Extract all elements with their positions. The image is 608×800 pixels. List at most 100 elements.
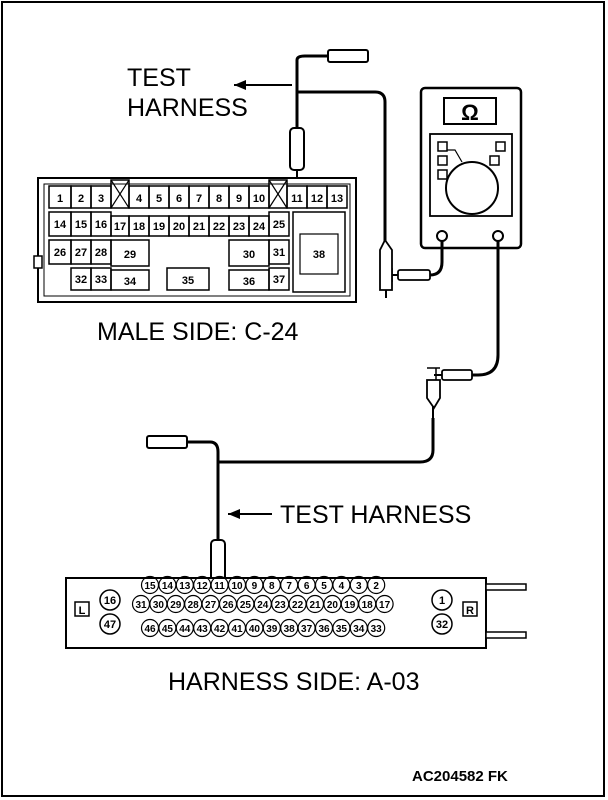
pin-label: 16 bbox=[104, 595, 116, 607]
pin-label: 19 bbox=[153, 221, 165, 233]
harness-pin-label: 14 bbox=[162, 581, 174, 592]
meter-terminal-right bbox=[492, 230, 504, 242]
harness-pin-label: 12 bbox=[197, 581, 209, 592]
ohm-symbol: Ω bbox=[461, 100, 479, 125]
pin-label: 33 bbox=[95, 274, 107, 286]
male-row-3-4: 26 27 28 29 30 31 38 32 33 34 35 36 37 bbox=[48, 211, 346, 293]
pin-label: 2 bbox=[78, 193, 84, 205]
harness-pin-label: 10 bbox=[231, 581, 243, 592]
pin-label: 25 bbox=[273, 219, 285, 231]
harness-pin-label: 44 bbox=[179, 624, 191, 635]
harness-pin-label: 38 bbox=[284, 624, 296, 635]
harness-pin-label: 45 bbox=[162, 624, 174, 635]
pin-label: 17 bbox=[114, 221, 126, 233]
pin-label: 16 bbox=[95, 219, 107, 231]
pin-label: 29 bbox=[124, 249, 136, 261]
pin-label: 6 bbox=[176, 193, 182, 205]
harness-pin-label: 24 bbox=[257, 600, 269, 611]
pin-label: 5 bbox=[156, 193, 162, 205]
pin-label: 7 bbox=[196, 193, 202, 205]
harness-pin-label: 17 bbox=[379, 600, 391, 611]
ohmmeter: Ω bbox=[419, 86, 523, 250]
pin-label: 10 bbox=[253, 193, 265, 205]
test-harness-top bbox=[289, 49, 387, 245]
pin-label: 1 bbox=[439, 595, 445, 607]
pin-label: 24 bbox=[253, 221, 266, 233]
pin-label: 12 bbox=[311, 193, 323, 205]
harness-pin-label: 8 bbox=[269, 581, 275, 592]
pin-label: 32 bbox=[436, 619, 448, 631]
marker-L-box bbox=[74, 601, 90, 617]
harness-pin-circle bbox=[367, 618, 386, 638]
pin-label: 32 bbox=[75, 274, 87, 286]
pin-label: 4 bbox=[136, 193, 143, 205]
male-row-2: 14 15 16 17 18 19 20 21 22 23 24 25 bbox=[48, 211, 290, 237]
harness-pin-label: 42 bbox=[214, 624, 226, 635]
harness-pin-label: 39 bbox=[266, 624, 278, 635]
marker-L: L bbox=[79, 605, 86, 617]
harness-pin-label: 30 bbox=[153, 600, 165, 611]
harness-pin-label: 31 bbox=[135, 600, 147, 611]
pin-label: 20 bbox=[173, 221, 185, 233]
pin-label: 9 bbox=[236, 193, 242, 205]
pin-label: 15 bbox=[75, 219, 87, 231]
pin-label: 22 bbox=[213, 221, 225, 233]
pin-label: 26 bbox=[54, 247, 66, 259]
pin-label: 11 bbox=[291, 193, 303, 205]
male-side-label: MALE SIDE: C-24 bbox=[97, 318, 299, 346]
pin-label: 31 bbox=[273, 247, 285, 259]
meter-terminal-left bbox=[436, 230, 448, 242]
harness-pin-label: 36 bbox=[318, 624, 330, 635]
pin-label: 21 bbox=[193, 221, 205, 233]
harness-pin-label: 13 bbox=[179, 581, 191, 592]
harness-pin-label: 4 bbox=[339, 581, 345, 592]
pin-label: 13 bbox=[331, 193, 343, 205]
harness-pin-label: 37 bbox=[301, 624, 313, 635]
harness-pin-label: 35 bbox=[336, 624, 348, 635]
harness-pin-label: 25 bbox=[240, 600, 252, 611]
pin-label: 14 bbox=[54, 219, 67, 231]
harness-pin-label: 22 bbox=[292, 600, 304, 611]
pin-label: 8 bbox=[216, 193, 222, 205]
pin-label: 28 bbox=[95, 247, 107, 259]
harness-pin-label: 40 bbox=[249, 624, 261, 635]
harness-pin-label: 9 bbox=[252, 581, 258, 592]
test-harness-label-bottom: TEST HARNESS bbox=[280, 501, 471, 529]
harness-pin-label: 27 bbox=[205, 600, 217, 611]
meter-lead-left bbox=[379, 238, 444, 298]
harness-pin-label: 19 bbox=[344, 600, 356, 611]
harness-pin-label: 28 bbox=[188, 600, 200, 611]
marker-R: R bbox=[466, 605, 474, 617]
harness-pin-label: 20 bbox=[327, 600, 339, 611]
harness-pin-label: 43 bbox=[197, 624, 209, 635]
pin-label: 34 bbox=[124, 276, 137, 288]
pin-label: 27 bbox=[75, 247, 87, 259]
pin-label: 18 bbox=[133, 221, 145, 233]
selector-dial bbox=[445, 161, 499, 215]
test-harness-arrow-bottom bbox=[228, 509, 272, 519]
pin-label: 36 bbox=[243, 276, 255, 288]
pin-label: 38 bbox=[313, 249, 325, 261]
harness-pin-circle bbox=[367, 575, 386, 595]
pin-label: 1 bbox=[57, 193, 63, 205]
harness-side-label: HARNESS SIDE: A-03 bbox=[168, 668, 419, 696]
harness-pin-label: 3 bbox=[356, 581, 362, 592]
pin-label: 47 bbox=[104, 619, 116, 631]
pin-label: 3 bbox=[98, 193, 104, 205]
harness-pin-label: 11 bbox=[214, 581, 225, 592]
male-row-1: 1 2 3 4 5 6 7 8 9 10 11 12 13 bbox=[48, 179, 348, 209]
harness-pin-label: 18 bbox=[362, 600, 374, 611]
harness-pin-label: 6 bbox=[304, 581, 310, 592]
harness-pin-label: 26 bbox=[222, 600, 234, 611]
harness-pin-label: 46 bbox=[144, 624, 156, 635]
test-harness-arrow-top bbox=[234, 80, 292, 90]
test-harness-bottom bbox=[146, 418, 435, 605]
marker-R-box bbox=[462, 601, 478, 617]
harness-pin-label: 41 bbox=[231, 624, 243, 635]
harness-pin-label: 5 bbox=[321, 581, 327, 592]
